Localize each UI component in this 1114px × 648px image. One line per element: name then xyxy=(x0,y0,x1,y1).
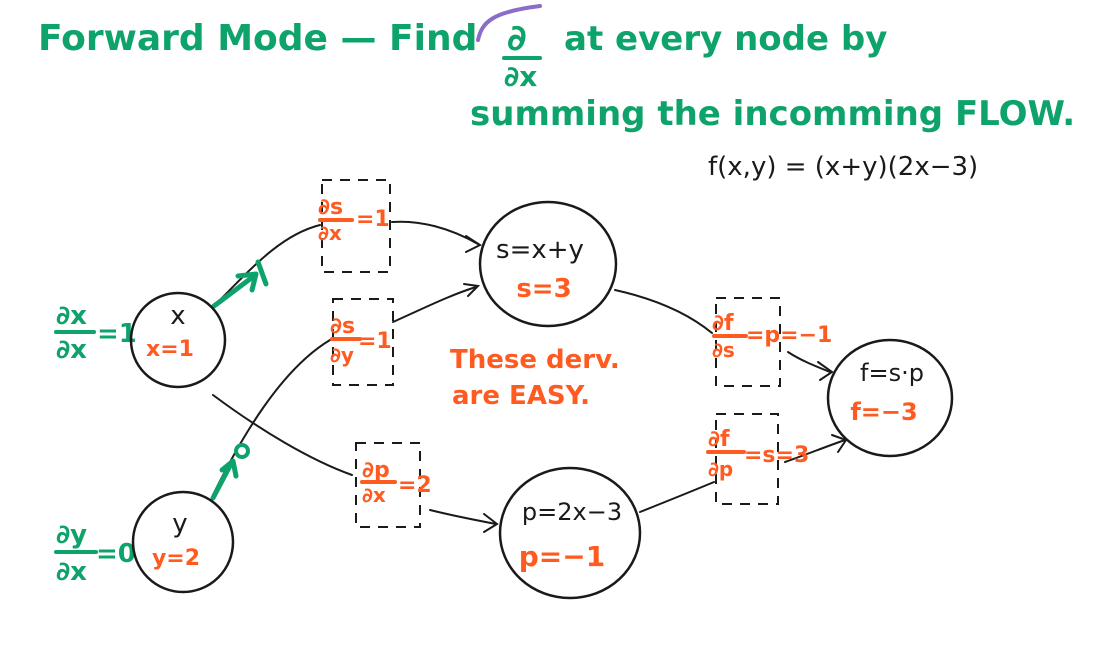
node-x-label: x xyxy=(170,301,185,331)
seed-arrow-y xyxy=(210,459,235,501)
node-p-value: p=−1 xyxy=(519,540,605,573)
edge-p-to-f xyxy=(784,439,846,463)
seed-arrowhead-y-icon xyxy=(219,458,239,479)
node-p-label: p=2x−3 xyxy=(522,498,622,526)
arrowhead-y-to-s xyxy=(463,283,481,297)
local-derivative-df-dp: ∂f ∂p =s=3 xyxy=(706,413,809,505)
node-y-value: y=2 xyxy=(152,546,200,571)
edge-y-to-s-part1 xyxy=(212,339,331,496)
dp-dx-value: =2 xyxy=(398,473,432,498)
note-line1: These derv. xyxy=(450,345,620,375)
seed-label-y: ∂y ∂x =0 xyxy=(54,520,136,587)
seed-y-value: =0 xyxy=(96,539,136,569)
node-f-label: f=s·p xyxy=(860,359,924,387)
node-p[interactable]: p=2x−3 p=−1 xyxy=(498,466,642,600)
seed-flow-x xyxy=(211,259,269,309)
header: Forward Mode — Find ∂ ∂x at every node b… xyxy=(38,4,1075,134)
header-line1-prefix: Forward Mode — Find xyxy=(38,18,477,59)
df-dp-value: =s=3 xyxy=(744,443,809,468)
local-derivative-dp-dx: ∂p ∂x =2 xyxy=(355,442,432,528)
edges xyxy=(212,220,848,533)
df-ds-denominator: ∂s xyxy=(712,338,735,362)
df-dp-numerator: ∂f xyxy=(708,427,730,452)
seed-x-denominator: ∂x xyxy=(56,335,87,365)
df-ds-numerator: ∂f xyxy=(712,311,734,336)
df-ds-value: =p=−1 xyxy=(746,323,832,348)
node-s-label: s=x+y xyxy=(496,235,584,265)
ds-dx-numerator: ∂s xyxy=(318,195,343,220)
partial-numerator: ∂ xyxy=(507,18,527,59)
edge-x-to-p xyxy=(429,509,497,525)
arrowhead-x-to-s xyxy=(465,235,483,253)
ds-dy-value: =1 xyxy=(358,329,392,354)
edge-x-to-s-part1 xyxy=(214,224,321,306)
seed-edge-value-x xyxy=(255,259,269,287)
arrowhead-x-to-p xyxy=(483,513,499,533)
header-line1-suffix: at every node by xyxy=(564,19,887,59)
dashed-box xyxy=(355,442,421,528)
node-s-value: s=3 xyxy=(516,274,571,304)
local-derivative-ds-dy: ∂s ∂y =1 xyxy=(330,298,394,386)
edge-y-to-s xyxy=(392,286,477,323)
seed-arrow-x xyxy=(211,273,257,309)
dp-dx-denominator: ∂x xyxy=(362,483,386,507)
seed-y-denominator: ∂x xyxy=(56,557,87,587)
node-x-value: x=1 xyxy=(146,337,194,362)
function-definition: f(x,y) = (x+y)(2x−3) xyxy=(708,152,978,182)
edge-s-to-f xyxy=(787,351,831,373)
header-line2: summing the incomming FLOW. xyxy=(470,94,1075,134)
node-y-circle xyxy=(131,490,235,594)
highlight-mark xyxy=(476,4,542,42)
arrowhead-s-to-f xyxy=(817,361,834,381)
seed-y-numerator: ∂y xyxy=(56,520,87,550)
seed-label-x: ∂x ∂x =1 xyxy=(54,301,137,365)
seed-flow-y xyxy=(210,443,250,501)
df-dp-denominator: ∂p xyxy=(708,457,733,481)
edge-x-to-s xyxy=(391,220,479,245)
node-s[interactable]: s=x+y s=3 xyxy=(478,200,618,328)
dp-dx-numerator: ∂p xyxy=(362,458,390,483)
ds-dy-numerator: ∂s xyxy=(330,314,355,339)
node-y-label: y xyxy=(172,509,187,539)
node-x-circle xyxy=(129,291,227,389)
ds-dy-denominator: ∂y xyxy=(330,343,354,367)
dashed-box xyxy=(715,413,779,505)
partial-denominator: ∂x xyxy=(504,60,537,93)
easy-derivatives-note: These derv. are EASY. xyxy=(450,345,620,411)
node-f-circle xyxy=(826,338,954,458)
edge-s-to-f-part1 xyxy=(614,289,713,334)
seed-x-numerator: ∂x xyxy=(56,301,87,331)
seed-arrowhead-x-icon xyxy=(235,271,259,293)
node-x[interactable]: x x=1 xyxy=(129,291,227,389)
ds-dx-denominator: ∂x xyxy=(318,221,342,245)
dashed-box xyxy=(715,297,781,387)
node-y[interactable]: y y=2 xyxy=(131,490,235,594)
node-s-circle xyxy=(478,200,618,328)
node-f-value: f=−3 xyxy=(850,398,917,426)
dashed-box xyxy=(321,179,391,273)
note-line2: are EASY. xyxy=(452,381,590,411)
local-derivative-ds-dx: ∂s ∂x =1 xyxy=(318,179,391,273)
edge-p-to-f-part1 xyxy=(639,481,715,513)
seed-edge-value-y xyxy=(234,443,250,459)
edge-x-to-p-part1 xyxy=(212,394,353,476)
ds-dx-value: =1 xyxy=(356,207,390,232)
node-p-circle xyxy=(498,466,642,600)
local-derivative-df-ds: ∂f ∂s =p=−1 xyxy=(712,297,832,387)
node-f[interactable]: f=s·p f=−3 xyxy=(826,338,954,458)
